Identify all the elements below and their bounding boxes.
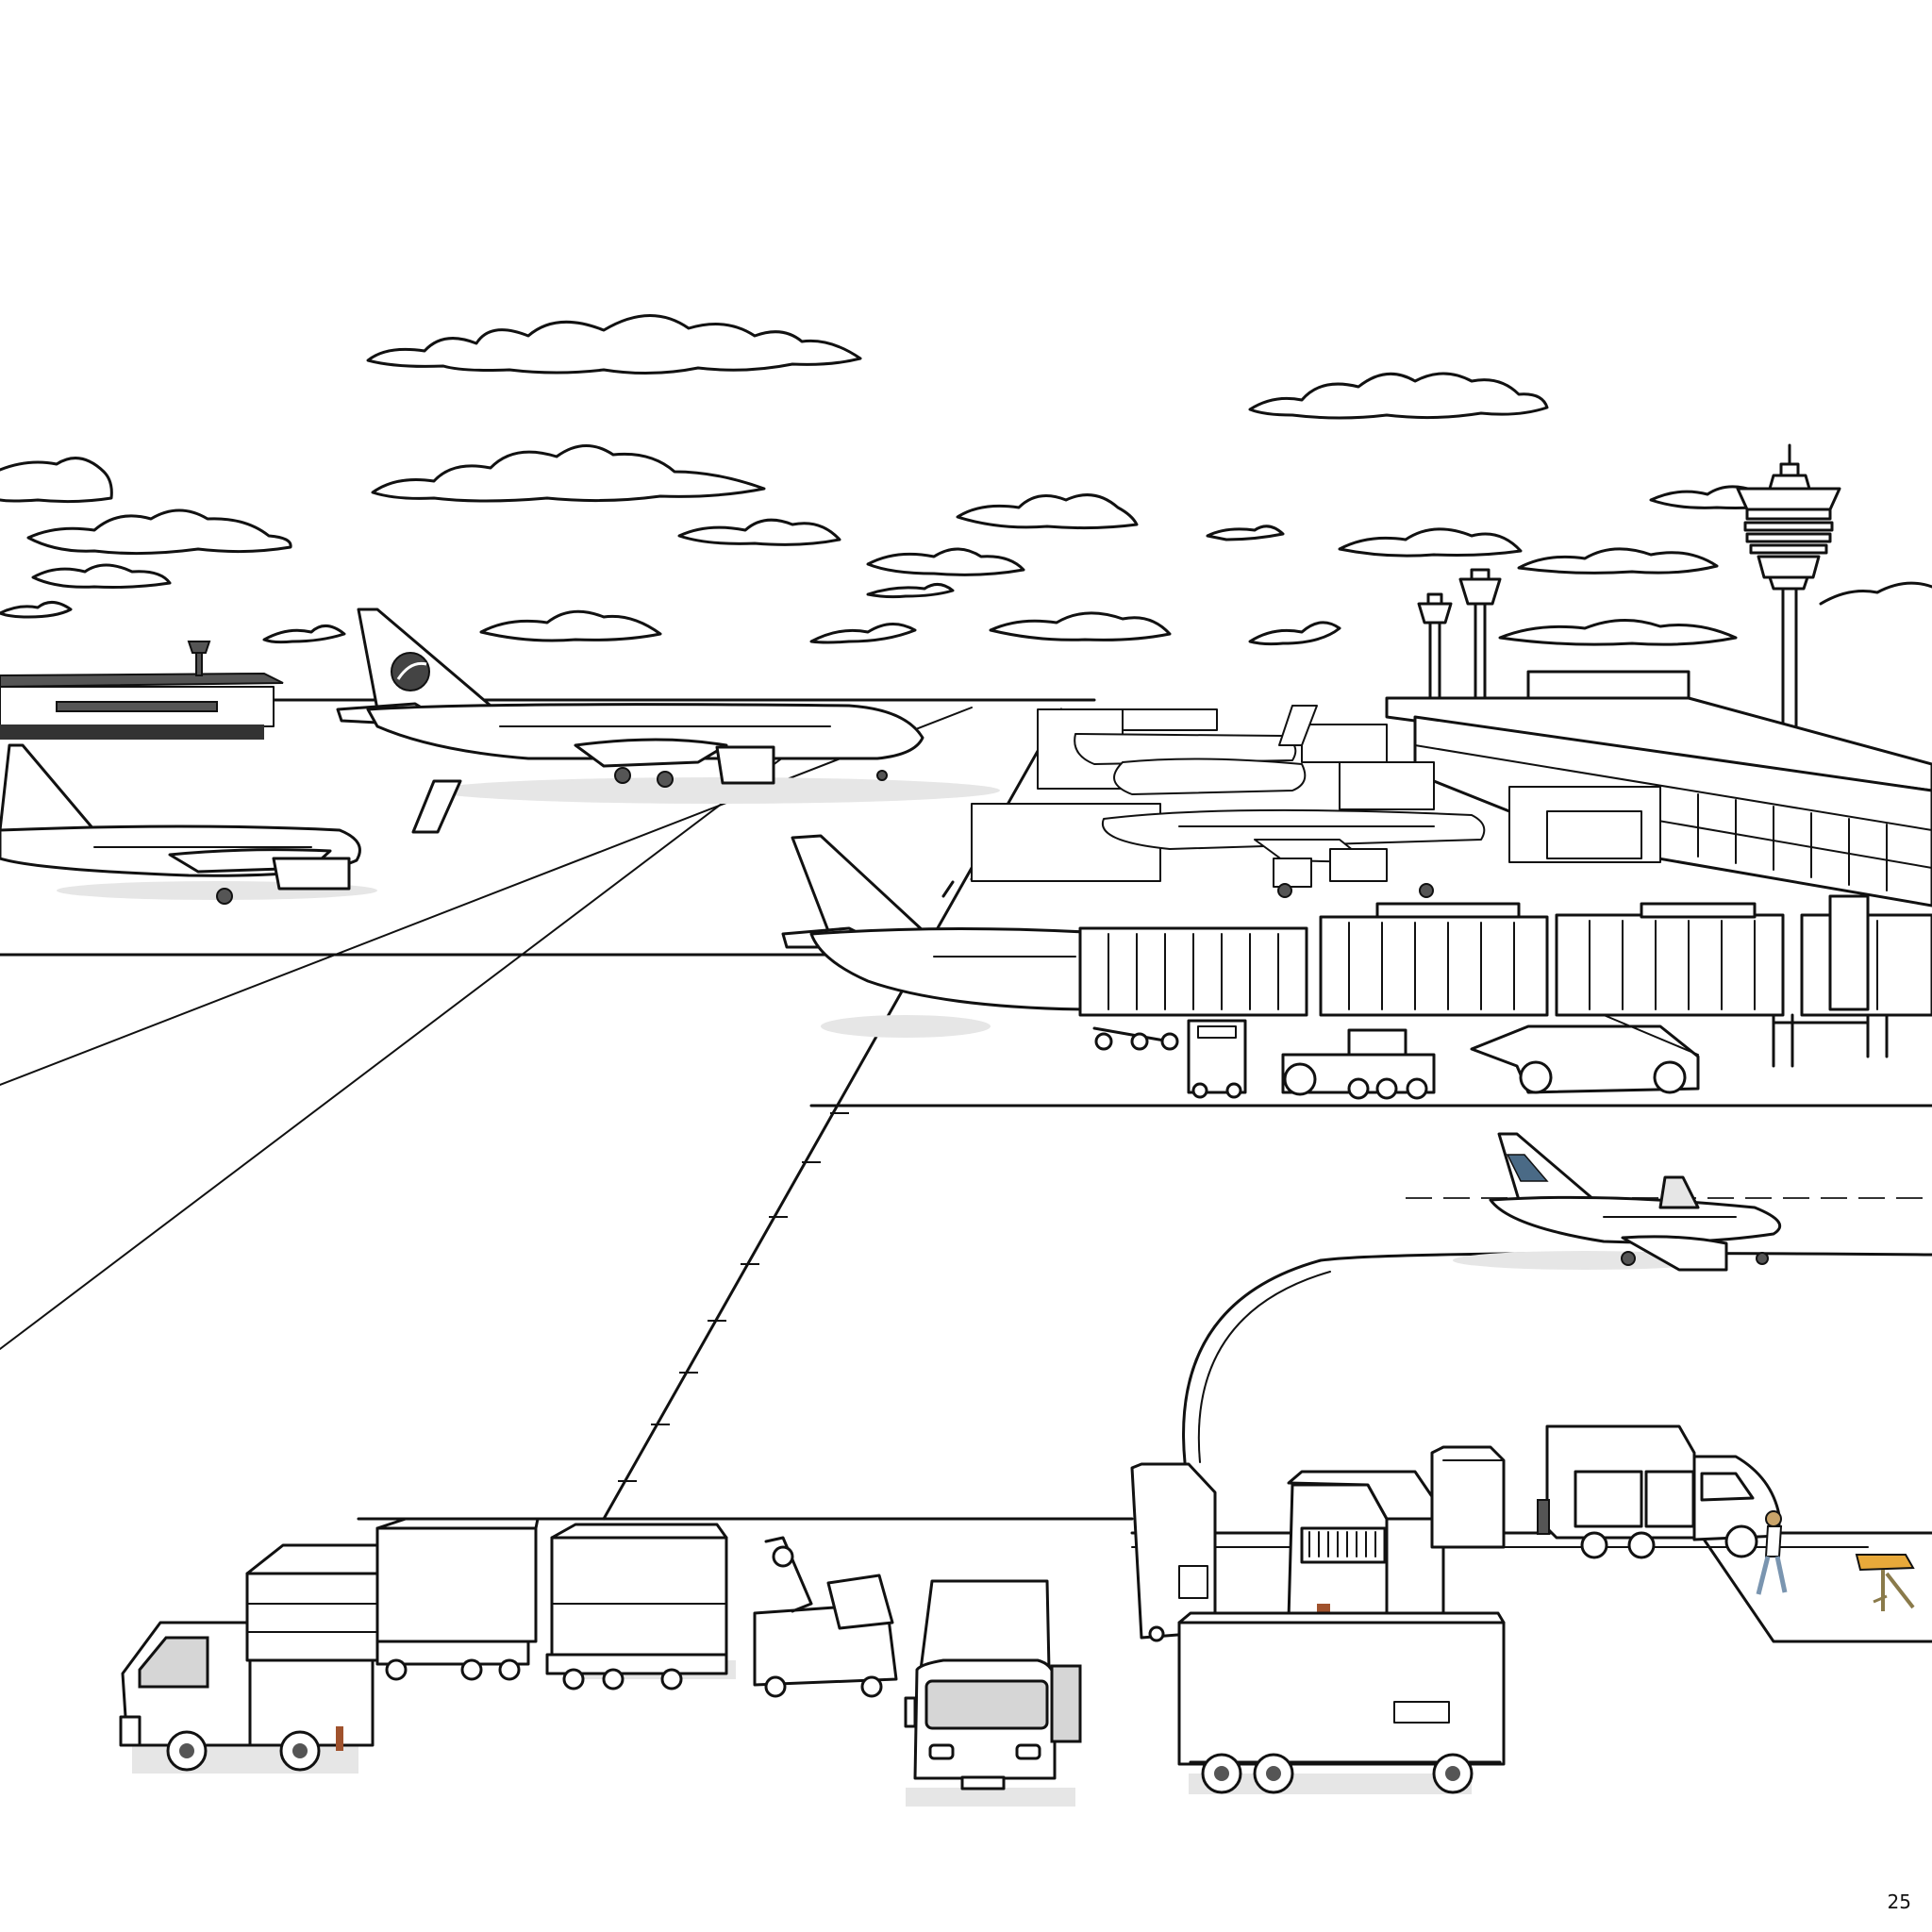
cloud-icon [1338, 527, 1523, 558]
cloud-icon [0, 457, 113, 504]
cloud-icon [1498, 619, 1738, 646]
cloud-icon [1819, 581, 1932, 606]
gate-vehicles [1092, 1014, 1700, 1100]
jet-bridges [1078, 894, 1932, 1068]
tug [753, 1536, 898, 1698]
cloud-icon [366, 314, 862, 375]
worker [1756, 1510, 1788, 1595]
cloud-icon [26, 508, 292, 556]
cloud-icon [1206, 525, 1285, 541]
cloud-icon [989, 611, 1172, 641]
dolly-2 [545, 1523, 728, 1690]
cloud-icon [809, 623, 917, 644]
cloud-icon [866, 547, 1025, 576]
cloud-icon [262, 625, 346, 644]
plane-taxi [1453, 1132, 1782, 1272]
plane-center-far [336, 608, 1000, 804]
cloud-icon [677, 518, 841, 546]
van-front [904, 1579, 1082, 1790]
cloud-icon [1248, 621, 1341, 646]
pickup-cargo [119, 1543, 379, 1772]
cloud-icon [866, 583, 955, 599]
cloud-icon [479, 609, 662, 642]
terminal-left [0, 641, 284, 740]
cloud-icon [371, 444, 766, 503]
cloud-icon [956, 493, 1139, 530]
table [1855, 1554, 1915, 1611]
control-tower [1736, 443, 1841, 742]
dolly-1 [375, 1517, 540, 1681]
grille-truck [1287, 1470, 1445, 1621]
foreground-vehicles [119, 1424, 1781, 1807]
booth [1130, 1462, 1217, 1642]
cloud-icon [1248, 372, 1549, 420]
trailer [1177, 1611, 1506, 1794]
box [1430, 1445, 1506, 1549]
terminal-right [971, 670, 1932, 908]
plane-left [0, 743, 462, 905]
clouds [0, 314, 1932, 646]
cloud-icon [31, 563, 172, 589]
cloud-icon [0, 601, 73, 619]
plane-gate-far [1074, 705, 1486, 898]
box-truck [1537, 1424, 1781, 1559]
page-number: 25 [1887, 1890, 1911, 1913]
plane-gate [781, 834, 1087, 1038]
cloud-icon [1517, 547, 1719, 575]
